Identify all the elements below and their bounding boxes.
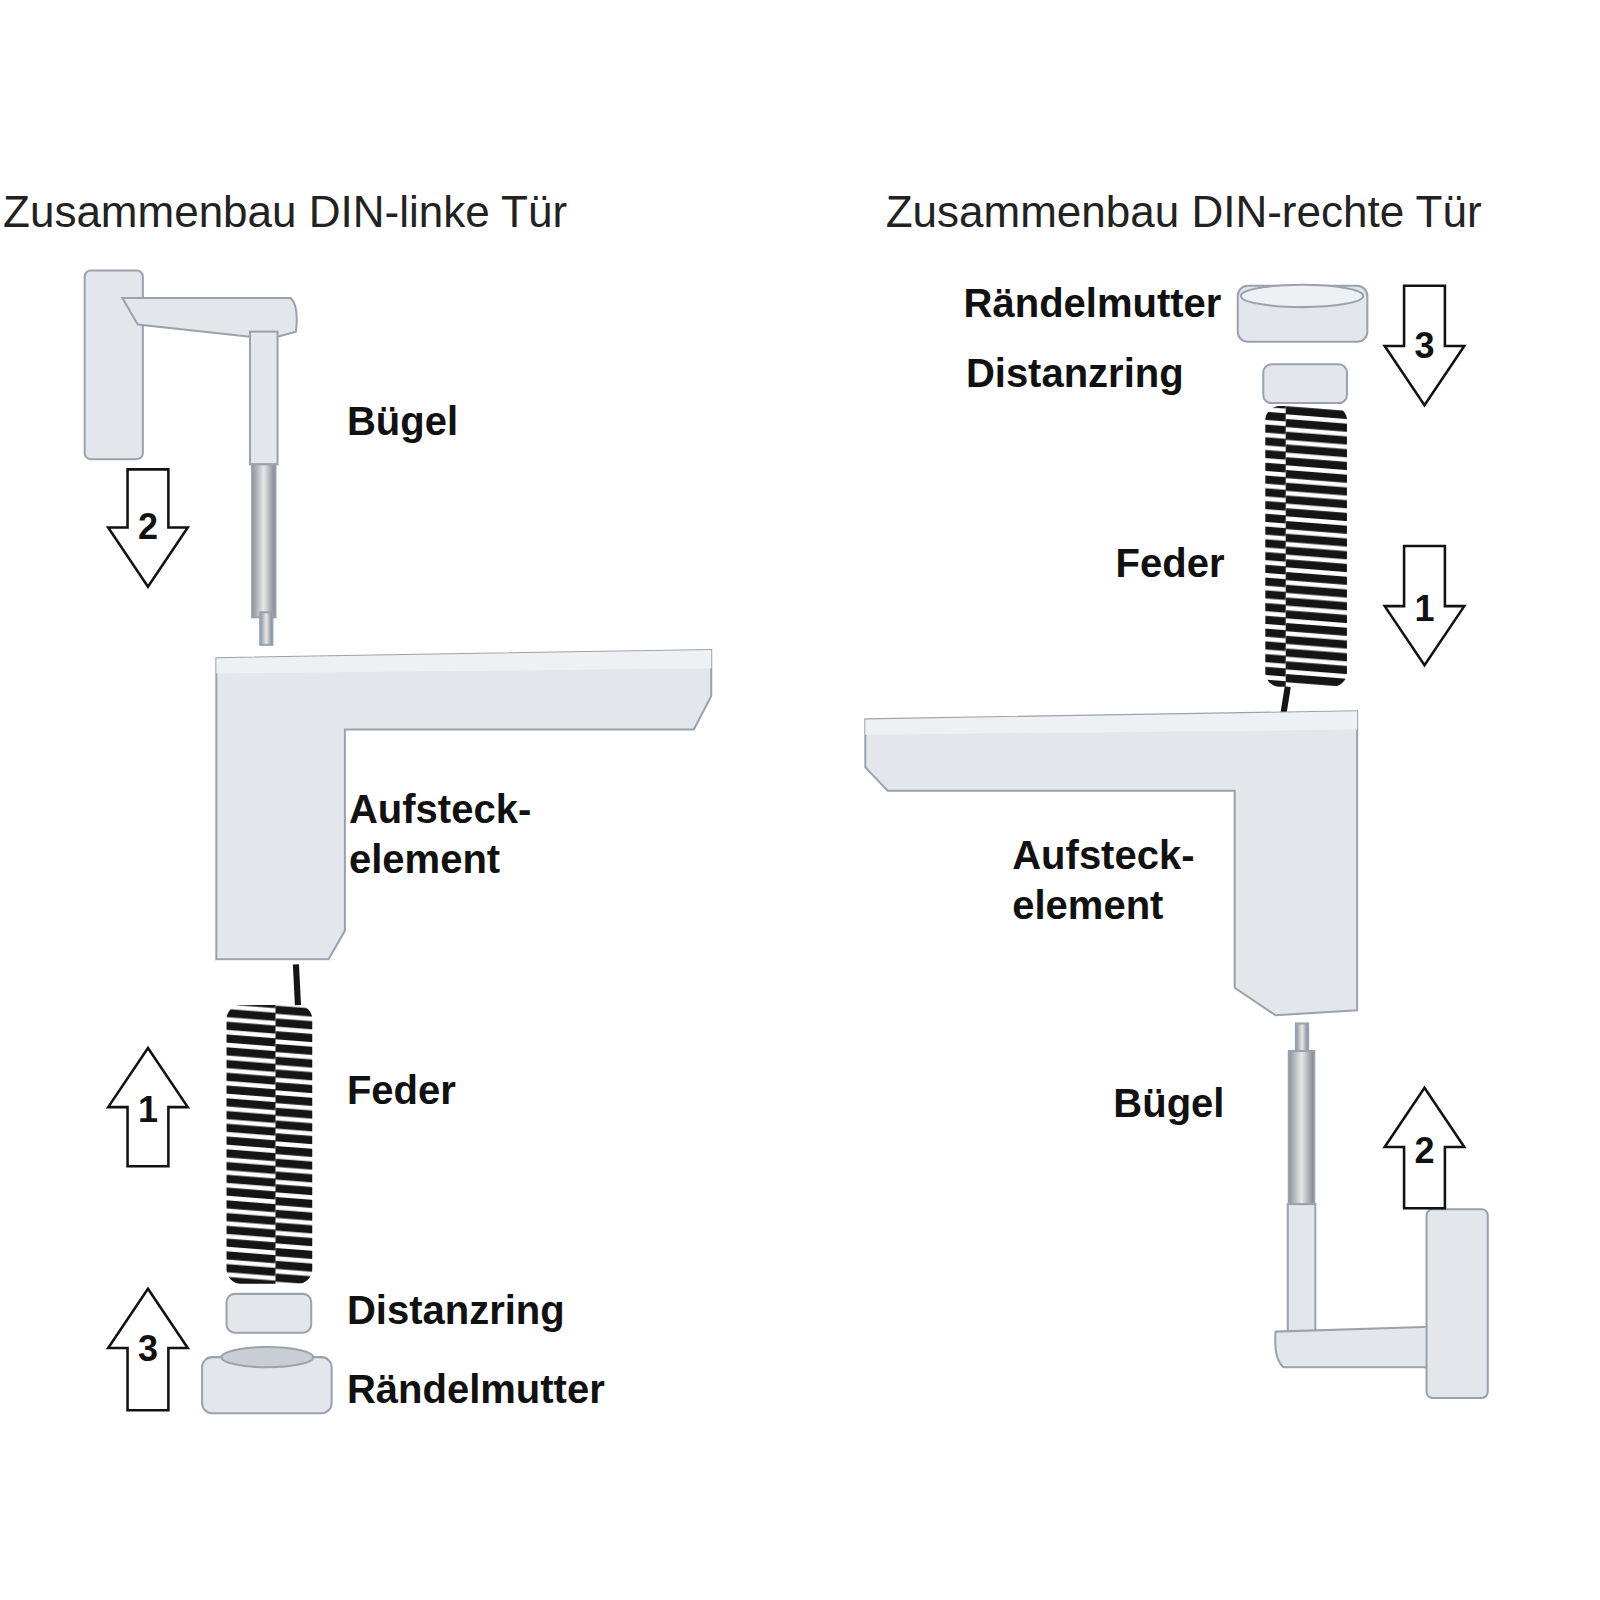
part-name: Rändelmutter: [964, 278, 1222, 328]
part-name: Feder: [1116, 538, 1225, 588]
part-name: Distanzring: [966, 348, 1184, 398]
knurled-nut-top: [221, 1347, 313, 1367]
assembly-arrow: [1385, 286, 1465, 405]
callout-number: 1: [1414, 586, 1434, 631]
bracket-pin-tip: [260, 612, 272, 645]
clip-element: [216, 650, 711, 959]
part-name: Bügel: [1113, 1078, 1224, 1128]
heading: Zusammenbau DIN-rechte Tür: [886, 184, 1482, 239]
clip-top-face: [865, 711, 1357, 734]
bracket-pin-metal: [1289, 1051, 1315, 1204]
spacer-ring: [1263, 364, 1347, 403]
clip-element: [865, 711, 1357, 1015]
spacer-ring: [227, 1294, 312, 1333]
part-name: Aufsteck- element: [349, 784, 531, 884]
assembly-arrow: [108, 1048, 188, 1166]
assembly-arrow: [108, 469, 188, 586]
spring: [1265, 406, 1347, 687]
callout-number: 3: [1414, 323, 1434, 368]
callout-number: 2: [138, 504, 158, 549]
callout-number: 3: [138, 1326, 158, 1371]
assembly-arrow: [108, 1289, 188, 1410]
spring-lead: [1284, 687, 1288, 713]
callout-number: 2: [1414, 1128, 1434, 1173]
part-name: Bügel: [347, 396, 458, 446]
spring-lead: [296, 964, 298, 1005]
spring: [227, 1005, 313, 1284]
bracket-pin: [250, 332, 278, 465]
part-name: Aufsteck- element: [1012, 830, 1194, 930]
bracket-pin-metal: [252, 464, 275, 617]
assembly-arrow: [1385, 1088, 1465, 1208]
clip-top-face: [216, 650, 711, 673]
bracket-sleeve: [1427, 1209, 1488, 1398]
heading: Zusammenbau DIN-linke Tür: [3, 184, 567, 239]
bracket-arm: [1275, 1327, 1444, 1368]
callout-number: 1: [138, 1087, 158, 1132]
part-name: Feder: [347, 1065, 456, 1115]
part-name: Rändelmutter: [347, 1364, 605, 1414]
bracket-pin: [1288, 1204, 1316, 1332]
part-name: Distanzring: [347, 1285, 565, 1335]
knurled-nut-top: [1241, 285, 1363, 307]
assembly-arrow: [1385, 546, 1465, 665]
